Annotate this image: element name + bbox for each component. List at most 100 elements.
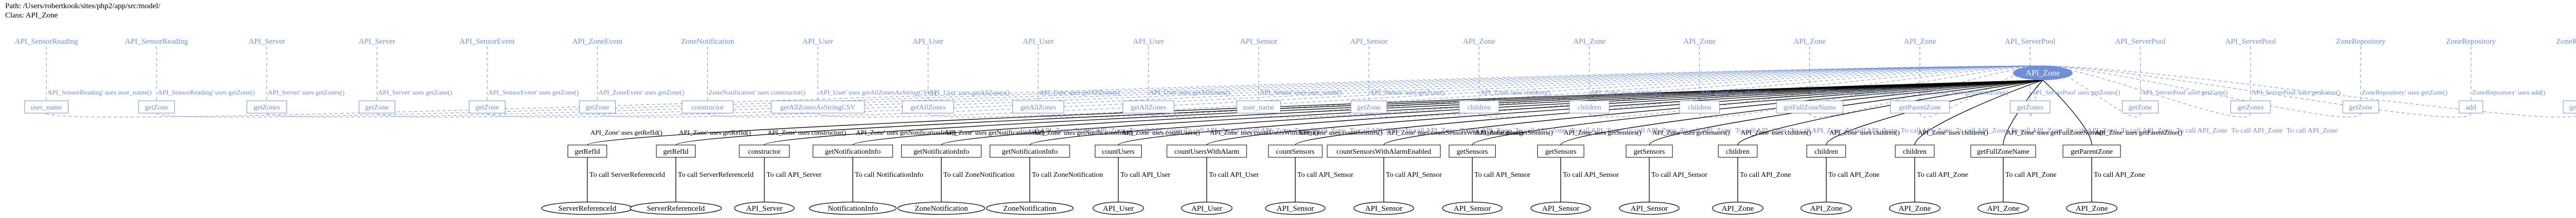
callee-call-label: To call API_Sensor <box>1475 171 1531 179</box>
callee-call-label: To call API_User <box>1121 171 1171 179</box>
caller-call-edge <box>266 65 2043 118</box>
caller-class-name: ZoneRepository <box>2446 38 2496 46</box>
caller-call-label: To call API_Zone <box>1129 127 1180 135</box>
callee-class-name: API_Zone <box>1987 205 2020 213</box>
caller-call-edge <box>927 65 2043 118</box>
caller-class-name: API_SensorReading <box>15 38 78 46</box>
caller-class-name: API_Zone <box>1573 38 1606 46</box>
callee-method-name: getSensors <box>1545 148 1577 156</box>
caller-call-label: To call API_Zone <box>2121 127 2172 135</box>
caller-method-name: getParentZone <box>1899 104 1941 112</box>
callee-class-name: API_Sensor <box>1453 205 1491 213</box>
callee-edge-label: API_Zone' uses children() <box>1829 129 1900 136</box>
caller-call-label: To call API_Zone <box>1460 127 1511 135</box>
callee-call-edge <box>1206 80 2043 146</box>
caller-class-name: API_ServerPool <box>2115 38 2165 46</box>
caller-class-name: API_Zone <box>1463 38 1496 46</box>
caller-edge-label: API_Server' uses getZones() <box>268 88 345 96</box>
caller-edge-label: API_ServerPool' uses getZones() <box>2251 88 2341 96</box>
callee-class-ellipse <box>1712 202 1764 215</box>
caller-method-box <box>771 100 865 114</box>
callee-class-name: API_Sensor <box>1631 205 1668 213</box>
callee-method-name: getRefId <box>663 148 688 156</box>
callee-method-name: countUsersWithAlarm <box>1174 148 1239 156</box>
callee-method-name: children <box>1903 148 1927 156</box>
caller-method-box <box>902 100 954 114</box>
caller-call-label: To call API_Zone <box>1295 127 1346 135</box>
caller-method-name: getZone <box>365 104 389 112</box>
callee-call-edge <box>1737 80 2043 146</box>
caller-call-edge <box>156 65 2043 118</box>
callee-method-box <box>2062 144 2121 158</box>
caller-method-name: getZone <box>2128 104 2152 112</box>
caller-call-edge <box>2042 65 2361 118</box>
callee-method-box <box>567 144 607 158</box>
caller-call-label: To call API_Zone <box>2011 127 2062 135</box>
caller-call-label: To call API_Zone <box>1515 127 1566 135</box>
caller-class-name: API_User <box>912 38 943 46</box>
caller-class-name: ZoneRepository <box>2336 38 2386 46</box>
caller-call-edge <box>46 65 2043 118</box>
caller-class-name: API_User <box>1023 38 1054 46</box>
caller-edge-label: API_SensorEvent' uses getZone() <box>488 88 579 96</box>
callee-method-name: getSensors <box>1456 148 1488 156</box>
callee-edge-label: API_Zone' uses getRefId() <box>679 129 751 136</box>
caller-method-name: getZone <box>2569 104 2576 112</box>
callee-class-name: API_Server <box>746 205 783 213</box>
callee-call-edge <box>1295 80 2043 146</box>
caller-method-box <box>2230 100 2271 114</box>
caller-method-name: getZone <box>476 104 499 112</box>
callee-method-name: getParentZone <box>2071 148 2113 156</box>
callee-edges <box>587 80 2092 202</box>
callee-call-label: To call API_Zone <box>1740 171 1791 179</box>
callee-method-box <box>1537 144 1584 158</box>
caller-method-name: getZone <box>145 104 168 112</box>
caller-method-box <box>1890 100 1950 114</box>
callee-method-name: countSensorsWithAlarmEnabled <box>1336 148 1431 156</box>
caller-edge-label: API_Zone' uses children() <box>1480 88 1551 96</box>
callee-class-name: API_Sensor <box>1365 205 1403 213</box>
caller-edge-label: API_User' uses getAllZonesAsStringCSV() <box>819 88 936 96</box>
callee-edge-label: API_Zone' uses countSensors() <box>1298 129 1382 136</box>
callee-call-label: To call ZoneNotification <box>1032 171 1103 179</box>
caller-method-box <box>138 100 175 114</box>
callee-class-name: API_Sensor <box>1277 205 1314 213</box>
callee-class-ellipse <box>1092 202 1144 215</box>
caller-call-edge <box>2042 65 2141 118</box>
callee-edge-label: API_Zone' uses getFullZoneName() <box>2006 129 2104 136</box>
callee-method-box <box>1625 144 1673 158</box>
caller-method-box <box>2122 100 2159 114</box>
caller-method-box <box>2342 100 2379 114</box>
caller-method-name: getZone <box>586 104 609 112</box>
callee-method-name: getNotificationInfo <box>1002 148 1058 156</box>
callee-edge-label: API_Zone' uses getNotificationInfo() <box>1033 129 1133 136</box>
caller-call-edge <box>1038 65 2043 118</box>
callee-method-box <box>739 144 790 158</box>
caller-method-box <box>682 100 734 114</box>
callee-method-name: children <box>1726 148 1750 156</box>
callee-method-box <box>1718 144 1758 158</box>
callee-call-label: To call API_Sensor <box>1563 171 1619 179</box>
callee-class-ellipse <box>1977 202 2029 215</box>
caller-edge-label: API_Sensor' uses getZone() <box>1370 88 1445 96</box>
callee-class-name: API_Zone <box>1899 205 1931 213</box>
caller-method-name: getZones <box>2017 104 2043 112</box>
callee-method-box <box>1166 144 1247 158</box>
caller-method-name: add <box>2466 104 2476 112</box>
callee-call-label: To call ServerReferenceId <box>589 171 665 179</box>
callee-edge-label: API_Zone' uses children() <box>1918 129 1988 136</box>
caller-method-box <box>246 100 287 114</box>
caller-method-name: getZone <box>1357 104 1381 112</box>
caller-method-name: getAllZones <box>1131 104 1166 112</box>
caller-call-label: To call API_Zone <box>1405 127 1456 135</box>
caller-call-label: To call API_Zone <box>2066 127 2117 135</box>
caller-method-name: children <box>1688 104 1711 112</box>
callee-class-ellipse <box>2066 202 2117 215</box>
caller-call-label: To call API_Zone <box>1901 127 1952 135</box>
center-class-node[interactable]: API_Zone <box>2013 66 2073 80</box>
caller-method-name: children <box>1578 104 1601 112</box>
callee-class-ellipse <box>1800 202 1852 215</box>
callee-edge-label: API_Zone' uses children() <box>1741 129 1811 136</box>
caller-class-name: API_Sensor <box>1240 38 1278 46</box>
